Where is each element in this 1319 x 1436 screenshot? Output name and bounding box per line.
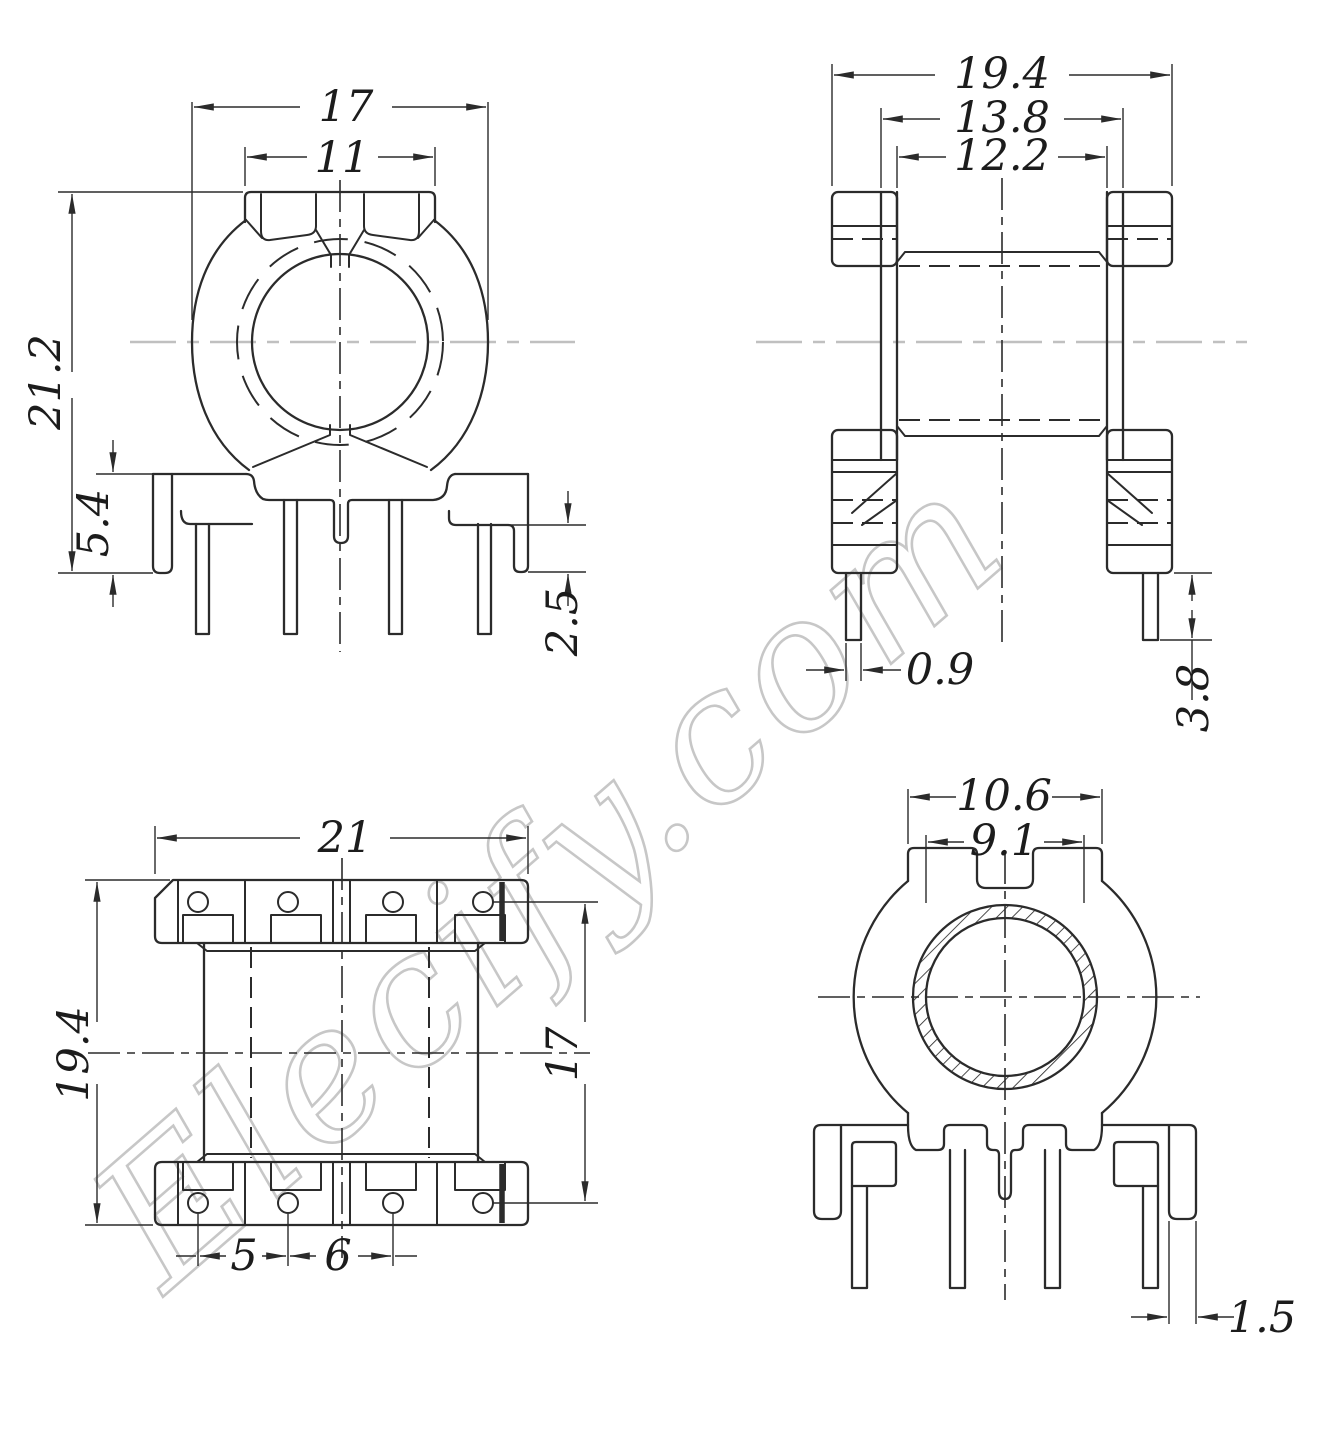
dim-top-pin-pitch-inner: 6 <box>324 1231 351 1281</box>
flank-arc-right <box>1100 879 1158 1115</box>
pin <box>850 1184 869 1290</box>
flank-arc-left <box>852 879 910 1115</box>
pin <box>844 571 863 642</box>
flank-to-base-stubs <box>906 1111 1104 1127</box>
flange-columns <box>879 190 1125 462</box>
dim-side-winding-width: 12.2 <box>954 131 1050 181</box>
extension-line <box>85 879 170 1226</box>
base-left-tab <box>151 472 174 575</box>
extension-line <box>154 826 529 874</box>
pin <box>194 522 211 636</box>
upper-plate-outline <box>153 878 530 945</box>
pin-hole <box>277 891 299 913</box>
block-diagonals-right <box>1106 472 1153 526</box>
pin-hole <box>187 891 209 913</box>
extension-line <box>1160 572 1212 700</box>
winding-hidden-edges <box>899 265 1105 421</box>
base-bracket-right <box>1100 1123 1198 1221</box>
block-diagonals-left <box>851 472 898 526</box>
extension-line <box>58 191 243 574</box>
pin <box>476 522 493 636</box>
flange-underside-left <box>246 220 263 239</box>
bore-hidden-circle <box>236 238 444 446</box>
pin <box>1141 571 1160 642</box>
column-edges <box>202 941 480 1164</box>
pin <box>387 498 404 636</box>
pin-hole <box>187 1192 209 1214</box>
extension-line <box>508 524 586 573</box>
dim-top-pin-pitch-outer: 5 <box>230 1231 257 1281</box>
extension-line <box>493 901 598 1204</box>
winding-top-edge <box>896 251 1108 263</box>
dim-top-overall-depth: 19.4 <box>49 1006 99 1102</box>
pin <box>1043 1148 1062 1290</box>
base-center-profile <box>906 1123 1104 1201</box>
column-flares <box>196 942 486 1163</box>
flank-left <box>190 218 251 472</box>
upper-plate-dividers <box>177 880 438 943</box>
extension-line <box>896 146 1108 188</box>
dim-side-flange-span: 13.8 <box>954 93 1050 143</box>
dim-front-base-height: 5.4 <box>69 489 119 557</box>
winding-bottom-edge <box>896 425 1108 437</box>
front-view: 17 11 21.2 5.4 2.5 <box>21 82 588 657</box>
extension-line <box>197 1214 394 1266</box>
dim-side-pin-length: 3.8 <box>1169 664 1219 732</box>
top-view: 21 19.4 17 5 6 <box>49 813 598 1281</box>
extension-line <box>191 102 489 320</box>
pin <box>282 498 299 636</box>
side-view: 19.4 13.8 12.2 0.9 3.8 <box>756 49 1247 732</box>
dim-side-overall-width: 19.4 <box>954 49 1050 99</box>
upper-plate-slots <box>182 914 506 944</box>
tube-inner-circle <box>924 916 1086 1078</box>
dim-section-tube-outer: 10.6 <box>956 771 1052 821</box>
pin-hole <box>277 1192 299 1214</box>
extension-line <box>244 147 436 186</box>
pin-hole <box>382 891 404 913</box>
flange-underside-right <box>417 220 434 239</box>
base-pad-right <box>1112 1140 1160 1188</box>
extension-line <box>831 64 1173 186</box>
lower-plate-slots <box>182 1161 506 1191</box>
pin <box>1141 1184 1160 1290</box>
base-bracket-left <box>812 1123 910 1221</box>
extension-line <box>880 108 1124 188</box>
base-platform-profile <box>244 472 457 545</box>
block-lines-right <box>1106 459 1173 546</box>
flank-right <box>429 218 490 472</box>
flange-outline <box>243 190 437 224</box>
base-pad-left <box>850 1140 898 1188</box>
extension-line <box>845 643 862 681</box>
dim-front-flange-width: 11 <box>315 133 370 183</box>
base-right-profile <box>447 472 530 574</box>
extension-line <box>907 789 1103 844</box>
lower-plate-dividers <box>177 1162 438 1225</box>
base-left-recess <box>179 509 254 526</box>
bore-circle <box>250 252 430 432</box>
lower-plate-outline <box>153 1160 530 1227</box>
dim-section-pin-edge-offset: 1.5 <box>1228 1293 1296 1343</box>
dim-front-overall-width: 17 <box>319 82 374 132</box>
pin <box>948 1148 967 1290</box>
column-hidden-edges <box>250 947 430 1158</box>
dim-top-pin-row-span: 17 <box>538 1026 588 1081</box>
dim-front-base-step: 2.5 <box>538 588 588 657</box>
block-lines-left <box>831 459 898 546</box>
top-tab-outline <box>906 846 1104 890</box>
base-block-left <box>830 428 899 575</box>
pin-hole <box>382 1192 404 1214</box>
tube-outer-circle <box>911 903 1099 1091</box>
section-view: 10.6 9.1 1.5 <box>812 771 1296 1343</box>
extension-line <box>1168 1221 1197 1324</box>
base-block-right <box>1105 428 1174 575</box>
extension-line <box>925 835 1085 903</box>
dim-section-tube-inner: 9.1 <box>970 816 1038 866</box>
dim-top-overall-width: 21 <box>317 813 373 863</box>
dim-front-overall-height: 21.2 <box>21 334 71 431</box>
dim-side-pin-width: 0.9 <box>906 645 974 695</box>
